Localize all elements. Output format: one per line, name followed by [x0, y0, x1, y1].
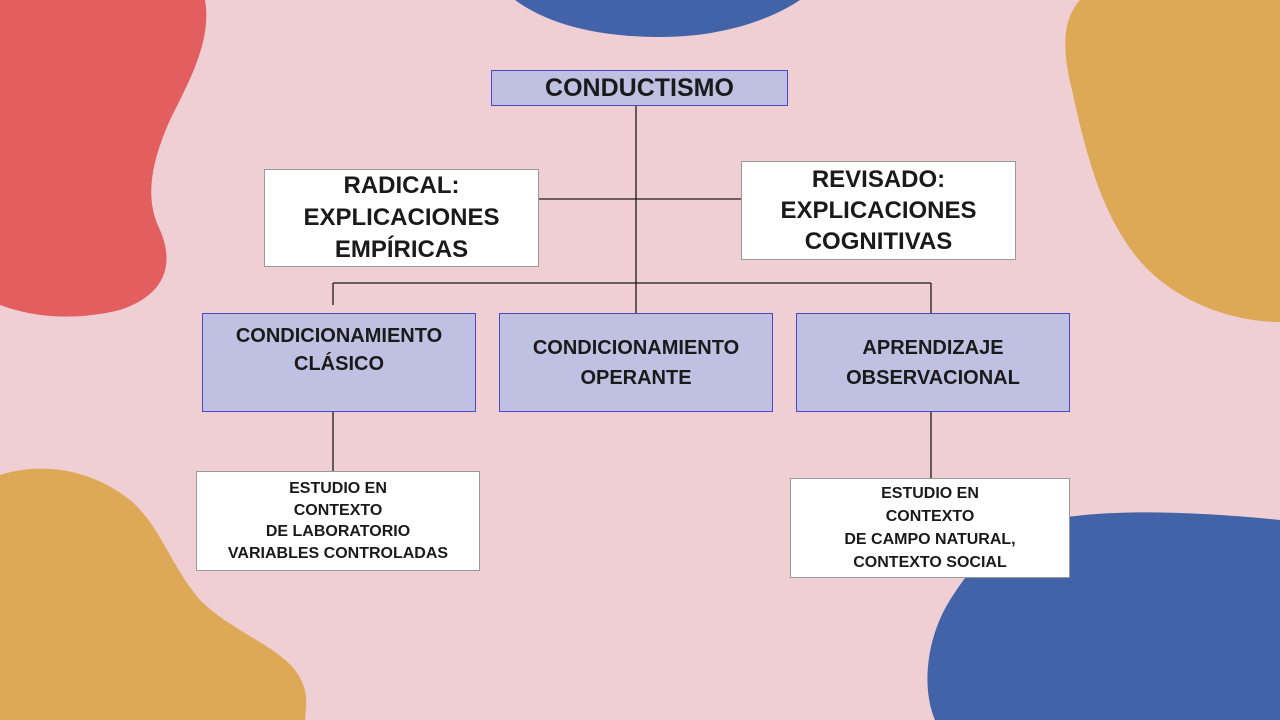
node-revisado-label: REVISADO: EXPLICACIONES COGNITIVAS — [780, 166, 977, 255]
node-radical-label: RADICAL: EXPLICACIONES EMPÍRICAS — [303, 172, 500, 263]
node-condicionamiento-clasico: CONDICIONAMIENTO CLÁSICO — [202, 313, 476, 412]
blob-blue-top — [515, 0, 800, 38]
connectors — [332, 106, 932, 478]
blob-gold-bottom-left — [0, 468, 307, 720]
node-condicionamiento-operante: CONDICIONAMIENTO OPERANTE — [499, 313, 773, 412]
node-estudio-laboratorio-label: ESTUDIO EN CONTEXTO DE LABORATORIO VARIA… — [227, 480, 449, 562]
node-conductismo-label: CONDUCTISMO — [545, 73, 734, 102]
node-conductismo: CONDUCTISMO — [491, 70, 788, 106]
blob-gold-top-right — [1065, 0, 1280, 322]
node-estudio-campo-label: ESTUDIO EN CONTEXTO DE CAMPO NATURAL, CO… — [844, 485, 1016, 571]
node-condicionamiento-clasico-label: CONDICIONAMIENTO CLÁSICO — [235, 325, 443, 375]
node-radical: RADICAL: EXPLICACIONES EMPÍRICAS — [264, 169, 539, 267]
node-aprendizaje-observacional: APRENDIZAJE OBSERVACIONAL — [796, 313, 1070, 412]
blob-red-top-left — [0, 0, 207, 317]
node-estudio-campo: ESTUDIO EN CONTEXTO DE CAMPO NATURAL, CO… — [790, 478, 1070, 578]
node-estudio-laboratorio: ESTUDIO EN CONTEXTO DE LABORATORIO VARIA… — [196, 471, 480, 571]
node-aprendizaje-observacional-label: APRENDIZAJE OBSERVACIONAL — [846, 336, 1020, 389]
node-revisado: REVISADO: EXPLICACIONES COGNITIVAS — [741, 161, 1016, 260]
node-condicionamiento-operante-label: CONDICIONAMIENTO OPERANTE — [532, 336, 740, 389]
